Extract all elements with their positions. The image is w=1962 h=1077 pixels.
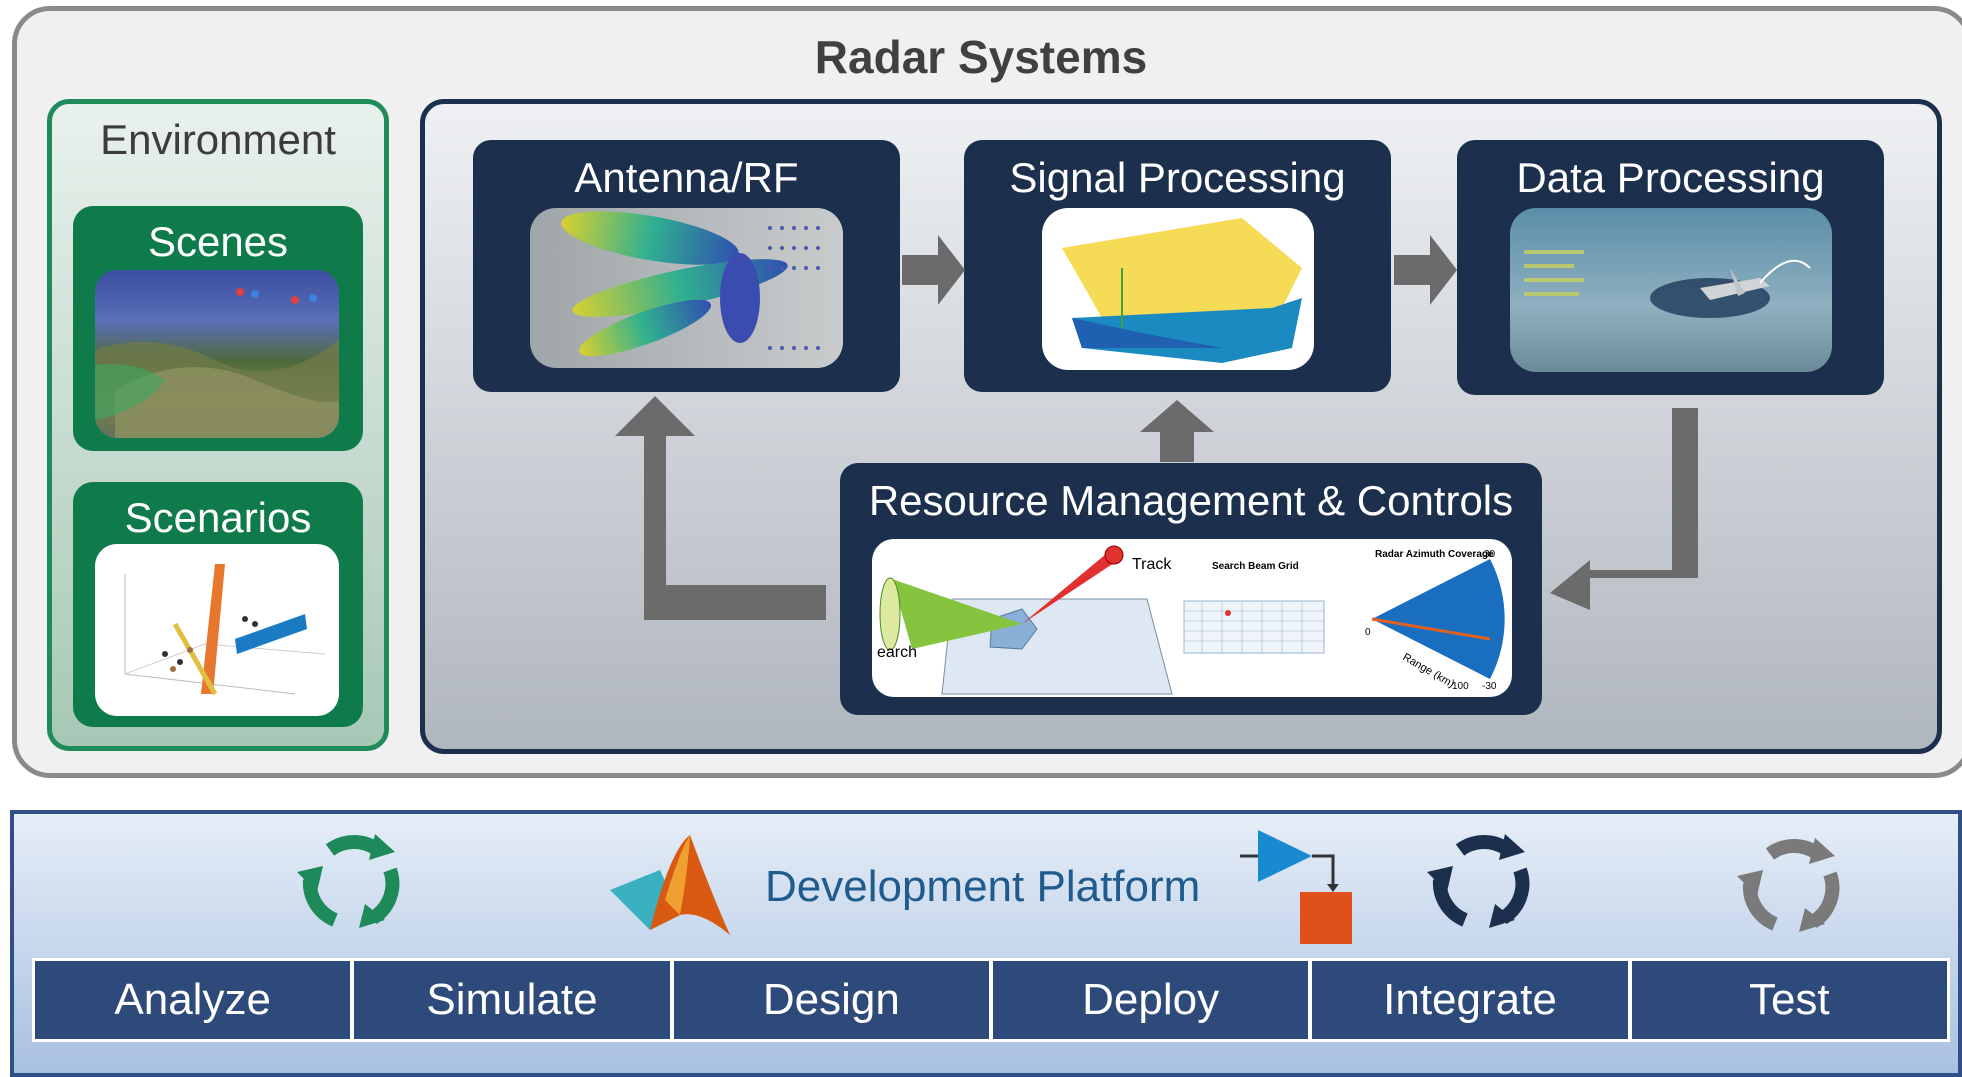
cycle-gray-icon (1737, 838, 1840, 932)
arrow-signal-to-data (1394, 235, 1457, 305)
grid-title: Search Beam Grid (1212, 561, 1299, 572)
scenes-label: Scenes (147, 218, 289, 265)
scenes-card[interactable]: Scenes (73, 206, 363, 451)
antenna-pattern-image (530, 208, 843, 368)
lifecycle-stage-bar: Analyze Simulate Design Deploy Integrate… (32, 958, 1950, 1042)
radar-systems-title: Radar Systems (814, 31, 1148, 83)
antenna-rf-card[interactable]: Antenna/RF (473, 140, 900, 392)
arrow-resource-to-signal (1140, 400, 1214, 462)
resource-management-graphic: Track earch Search Beam Grid Radar Azimu… (877, 545, 1505, 695)
arrow-data-to-resource (1550, 408, 1698, 610)
stage-simulate[interactable]: Simulate (354, 961, 670, 1039)
development-platform-label: Development Platform (765, 862, 1201, 911)
scenario-plot-image (95, 544, 339, 716)
flow-arrows (615, 235, 1698, 620)
stage-test[interactable]: Test (1631, 961, 1947, 1039)
data-processing-label: Data Processing (1516, 154, 1825, 201)
environment-title: Environment (100, 116, 336, 163)
terrain-graphic (95, 288, 339, 438)
cycle-green-icon (297, 834, 400, 928)
simulink-logo-icon (1240, 830, 1352, 944)
tick-0: 0 (1365, 627, 1371, 638)
tick-30: 30 (1484, 549, 1496, 560)
search-label: earch (877, 644, 917, 661)
stage-integrate[interactable]: Integrate (1312, 961, 1628, 1039)
antenna-lobe-graphic (561, 211, 820, 357)
coverage-title: Radar Azimuth Coverage (1375, 549, 1494, 560)
stage-design[interactable]: Design (673, 961, 989, 1039)
tick-neg30: -30 (1482, 681, 1497, 692)
cycle-navy-icon (1427, 834, 1530, 928)
signal-surface-image (1042, 208, 1314, 370)
tick-100: 100 (1452, 681, 1469, 692)
scenarios-card[interactable]: Scenarios (73, 482, 363, 727)
resource-management-image: Track earch Search Beam Grid Radar Azimu… (872, 539, 1512, 697)
arrow-resource-to-antenna (615, 396, 826, 620)
track-label: Track (1132, 556, 1172, 573)
matlab-logo-icon (610, 835, 730, 935)
signal-surface-graphic (1062, 218, 1302, 363)
antenna-rf-label: Antenna/RF (574, 154, 799, 201)
signal-processing-card[interactable]: Signal Processing (964, 140, 1391, 392)
data-tracking-image (1510, 208, 1832, 372)
scenarios-label: Scenarios (124, 494, 312, 541)
scenario-3d-plot (124, 564, 326, 696)
stage-deploy[interactable]: Deploy (992, 961, 1309, 1039)
signal-processing-label: Signal Processing (1009, 154, 1346, 201)
resource-management-card[interactable]: Resource Management & Controls Track ear… (840, 463, 1542, 715)
aircraft-track-graphic (1524, 250, 1811, 318)
stage-analyze[interactable]: Analyze (35, 961, 351, 1039)
resource-management-label: Resource Management & Controls (868, 477, 1514, 524)
scene-terrain-image (95, 270, 339, 438)
data-processing-card[interactable]: Data Processing (1457, 140, 1884, 395)
arrow-antenna-to-signal (902, 235, 965, 305)
